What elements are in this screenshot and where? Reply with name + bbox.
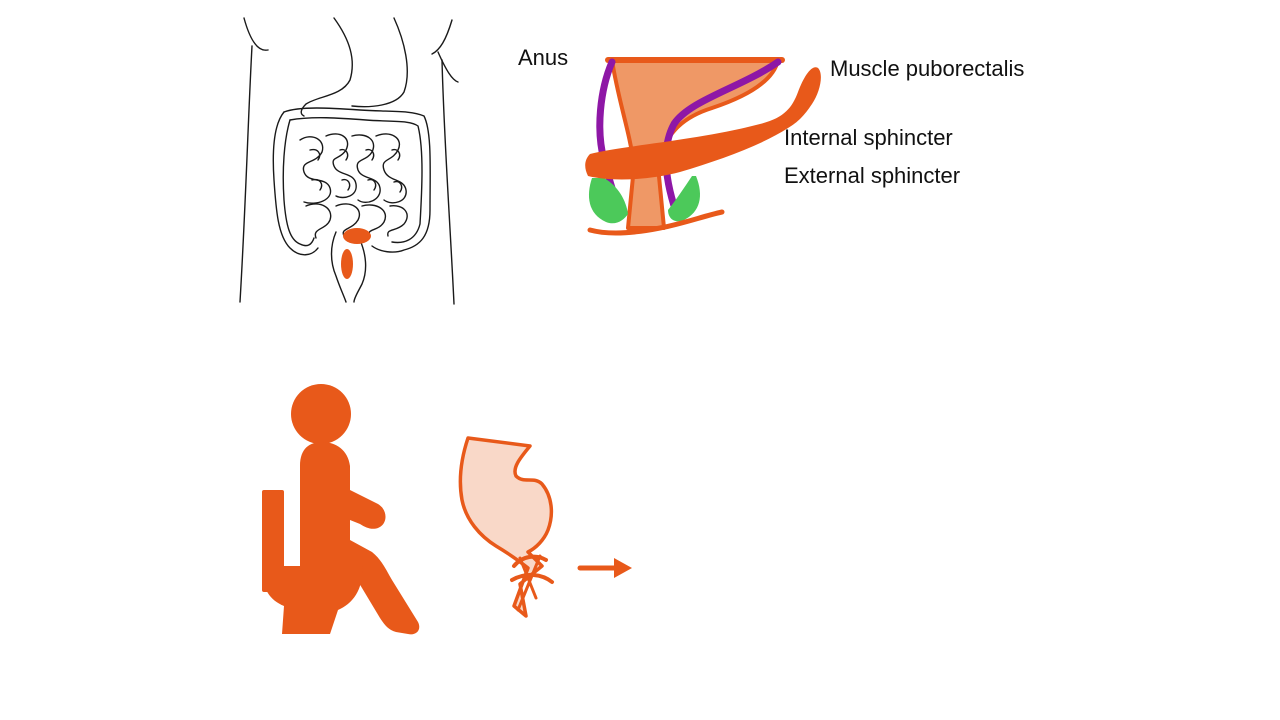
label-internal-sphincter: Internal sphincter	[784, 125, 953, 150]
label-anus: Anus	[518, 45, 569, 70]
label-muscle-puborectalis: Muscle puborectalis	[830, 56, 1025, 81]
label-external-sphincter: External sphincter	[784, 163, 961, 188]
